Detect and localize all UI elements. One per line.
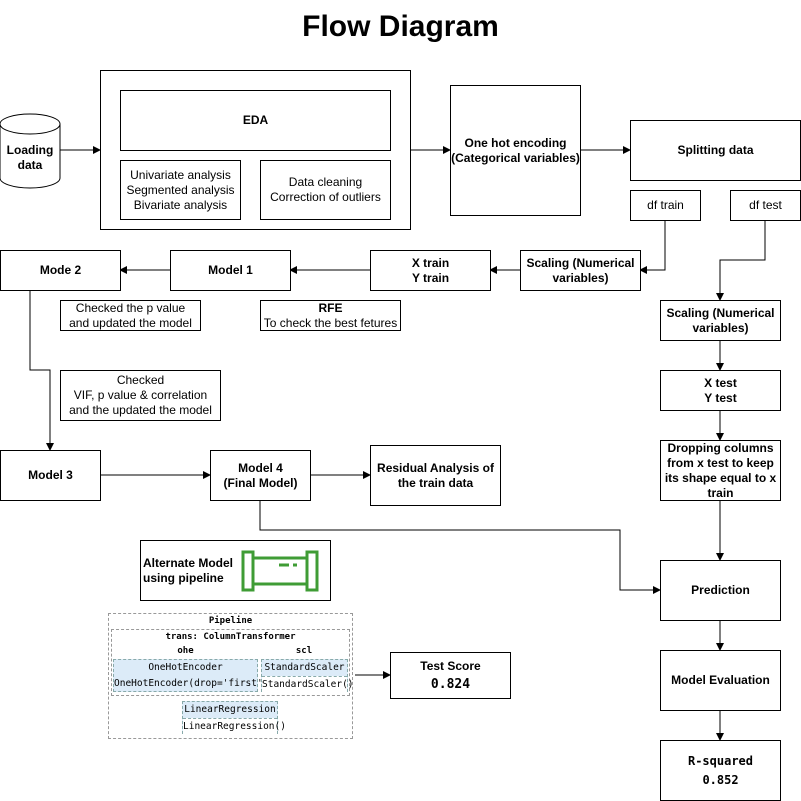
- diagram-title: Flow Diagram: [302, 10, 499, 43]
- df-test-node: df test: [730, 190, 801, 221]
- model1-node: Model 1: [170, 250, 291, 291]
- scl-column-label: scl: [295, 646, 313, 656]
- rsquared-value: 0.852: [702, 772, 739, 787]
- rfe-note: RFE To check the best fetures: [260, 300, 401, 331]
- xy-test-node: X test Y test: [660, 370, 781, 411]
- model3-node: Model 3: [0, 450, 101, 501]
- prediction-node: Prediction: [660, 560, 781, 621]
- arrow-dftrain-scaling: [639, 220, 666, 274]
- onehot-node: One hot encoding (Categorical variables): [450, 85, 581, 216]
- linear-regression-step: LinearRegression LinearRegression(): [182, 701, 286, 735]
- pipeline-frame: [108, 613, 353, 739]
- ohe-column-label: ohe: [177, 646, 194, 656]
- evaluation-node: Model Evaluation: [660, 650, 781, 711]
- univariate-node: Univariate analysis Segmented analysis B…: [120, 160, 241, 220]
- residual-node: Residual Analysis of the train data: [370, 445, 501, 506]
- onehot-encoder-call: OneHotEncoder(drop='first'): [114, 678, 269, 689]
- dropping-node: Dropping columns from x test to keep its…: [660, 440, 781, 501]
- mode2-node: Mode 2: [0, 250, 121, 291]
- arrow-mode2-model3: [29, 290, 54, 451]
- pipeline-title: Pipeline: [208, 616, 253, 626]
- alternate-model-node: Alternate Model using pipeline: [140, 540, 331, 601]
- column-transformer-frame: [111, 629, 350, 696]
- model4-node: Model 4 (Final Model): [210, 450, 311, 501]
- rfe-title: RFE: [318, 300, 343, 315]
- rsquared-node: R-squared 0.852: [660, 740, 781, 801]
- scaling-test-node: Scaling (Numerical variables): [660, 300, 781, 341]
- rfe-subtitle: To check the best fetures: [263, 315, 398, 330]
- database-icon: [0, 113, 61, 189]
- arrow-dftest-scaling: [716, 220, 766, 301]
- test-score-node: Test Score 0.824: [390, 652, 511, 699]
- checked-p-note: Checked the p value and updated the mode…: [60, 300, 201, 331]
- scaling-train-node: Scaling (Numerical variables): [520, 250, 641, 291]
- checked-vif-note: Checked VIF, p value & correlation and t…: [60, 370, 221, 421]
- cleaning-node: Data cleaning Correction of outliers: [260, 160, 391, 220]
- rsquared-label: R-squared: [687, 753, 754, 768]
- test-score-value: 0.824: [430, 677, 471, 692]
- splitting-node: Splitting data: [630, 120, 801, 181]
- xy-train-node: X train Y train: [370, 250, 491, 291]
- arrow-model4-prediction: [259, 500, 661, 594]
- standard-scaler-step: StandardScaler StandardScaler(): [261, 659, 354, 693]
- column-transformer-label: trans: ColumnTransformer: [165, 632, 296, 642]
- alternate-model-label: Alternate Model using pipeline: [143, 555, 234, 585]
- pipeline-icon: [241, 550, 319, 591]
- onehot-encoder-name: OneHotEncoder: [148, 662, 223, 673]
- standard-scaler-name: StandardScaler: [264, 662, 345, 673]
- eda-node: EDA: [120, 90, 391, 151]
- linear-regression-call: LinearRegression(): [183, 718, 286, 735]
- test-score-label: Test Score: [420, 659, 481, 673]
- standard-scaler-call: StandardScaler(): [262, 676, 354, 693]
- df-train-node: df train: [630, 190, 701, 221]
- linear-regression-name: LinearRegression: [184, 704, 276, 715]
- loading-data-node: Loading data: [6, 143, 54, 172]
- onehot-encoder-step: OneHotEncoder OneHotEncoder(drop='first'…: [113, 659, 269, 692]
